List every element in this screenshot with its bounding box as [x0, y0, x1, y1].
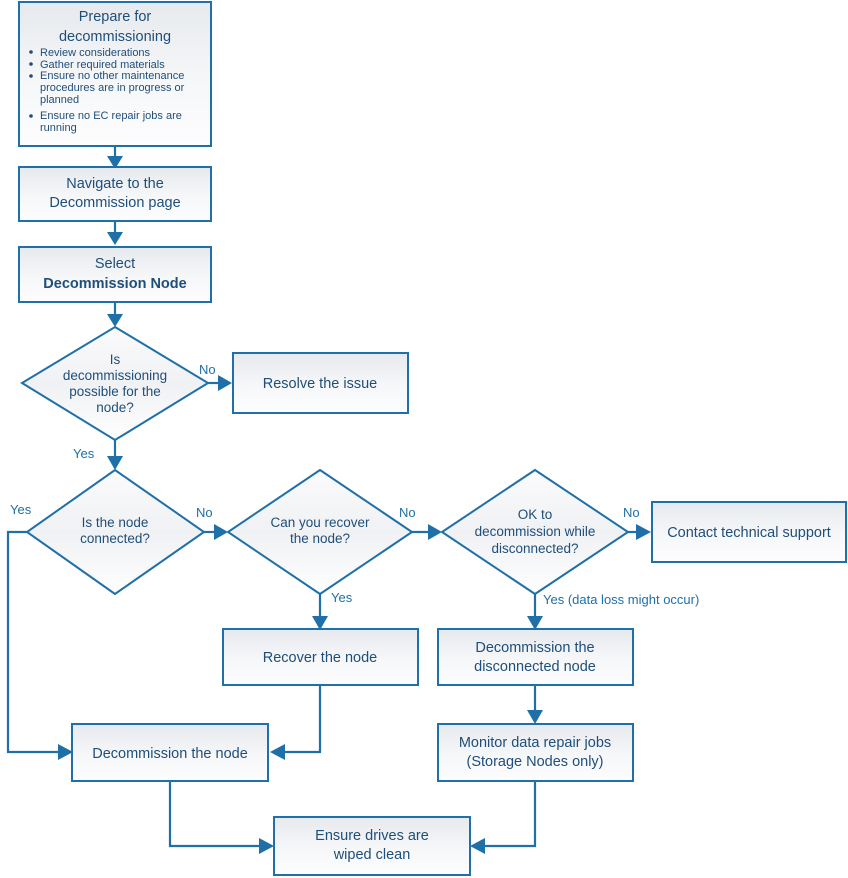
monitor-line1: Monitor data repair jobs [459, 735, 611, 751]
connector-prepare-to-navigate [107, 146, 123, 169]
node-decommission-the-node[interactable]: Decommission the node [71, 723, 269, 782]
edge-label-ok-no: No [623, 505, 640, 520]
connector-decommission-to-wipe-drives [168, 781, 274, 854]
decommission-node-line1: Decommission the node [92, 746, 248, 762]
resolve-line1: Resolve the issue [263, 376, 377, 392]
possible-line4: node? [96, 400, 134, 415]
ok-line2: decommission while [475, 524, 596, 539]
navigate-line1: Navigate to the [66, 176, 164, 192]
prepare-bullet-4-wrap: Ensure no EC repair jobs are running [40, 110, 182, 134]
edge-label-connected-yes: Yes [10, 502, 32, 517]
decommission-disconnected-line2: disconnected node [474, 659, 596, 675]
node-monitor-data-repair-jobs[interactable]: Monitor data repair jobs (Storage Nodes … [437, 723, 634, 782]
node-decommission-disconnected-node[interactable]: Decommission the disconnected node [437, 628, 634, 686]
select-line1: Select [95, 256, 135, 272]
connector-possible-no-to-resolve [208, 375, 232, 391]
node-contact-technical-support[interactable]: Contact technical support [651, 501, 847, 563]
edge-label-possible-no: No [199, 362, 216, 377]
contact-support-line1: Contact technical support [667, 525, 831, 541]
connector-monitor-to-wipe-drives [470, 781, 537, 854]
connector-connected-no-to-recover [204, 524, 228, 540]
possible-line1: Is [110, 352, 121, 367]
connector-ok-yes-to-decommission-disconnected [527, 593, 543, 630]
node-decision-ok-to-decommission-disconnected[interactable]: OK to decommission while disconnected? [440, 468, 630, 596]
edge-label-connected-no: No [196, 505, 213, 520]
recover-node-line1: Recover the node [263, 650, 377, 666]
connector-decommission-disconnected-to-monitor [527, 685, 543, 724]
bullet-marker-4 [29, 114, 33, 118]
node-prepare-for-decommissioning[interactable]: Prepare for decommissioning Review consi… [18, 1, 212, 147]
recover-line2: the node? [290, 531, 350, 546]
edge-label-possible-yes: Yes [73, 446, 95, 461]
prepare-bullet-4: Ensure no EC repair jobs are running [40, 110, 182, 134]
possible-line3: possible for the [69, 384, 161, 399]
connected-line2: connected? [80, 531, 150, 546]
possible-line2: decommissioning [63, 368, 167, 383]
decommission-disconnected-line1: Decommission the [475, 640, 594, 656]
recover-line1: Can you recover [270, 515, 370, 530]
select-line2: Decommission Node [43, 276, 186, 292]
node-decision-is-node-connected[interactable]: Is the node connected? [25, 468, 206, 596]
edge-label-recover-yes: Yes [331, 590, 353, 605]
edge-label-ok-yes: Yes (data loss might occur) [543, 592, 699, 607]
connector-recover-yes-to-recover-node [312, 593, 328, 630]
node-decision-can-you-recover[interactable]: Can you recover the node? [226, 468, 414, 596]
bullet-marker-2 [29, 62, 33, 66]
connector-possible-yes-to-connected [107, 440, 123, 470]
connector-recover-no-to-ok-disconnected [412, 524, 442, 540]
prepare-bullet-3-wrap: Ensure no other maintenance procedures a… [40, 70, 185, 106]
node-resolve-the-issue[interactable]: Resolve the issue [232, 352, 409, 414]
bullet-marker-3 [29, 74, 33, 78]
prepare-bullet-2: Gather required materials [40, 59, 165, 71]
node-ensure-drives-wiped-clean[interactable]: Ensure drives are wiped clean [273, 816, 471, 876]
wipe-drives-line1: Ensure drives are [315, 828, 429, 844]
edge-label-recover-no: No [399, 505, 416, 520]
wipe-drives-line2: wiped clean [333, 847, 411, 863]
connected-line1: Is the node [82, 515, 149, 530]
prepare-title-line2: decommissioning [59, 29, 171, 45]
bullet-marker-1 [29, 50, 33, 54]
connector-ok-no-to-contact-support [628, 524, 651, 540]
node-navigate-to-decommission-page[interactable]: Navigate to the Decommission page [18, 166, 212, 222]
connector-navigate-to-select [107, 221, 123, 245]
prepare-bullet-3: Ensure no other maintenance procedures a… [40, 70, 185, 106]
connector-connected-yes-to-decommission [6, 530, 73, 760]
ok-line3: disconnected? [491, 541, 578, 556]
ok-line1: OK to [518, 507, 553, 522]
node-recover-the-node[interactable]: Recover the node [222, 628, 419, 686]
connector-recover-node-to-decommission [270, 685, 322, 760]
monitor-line2: (Storage Nodes only) [466, 754, 603, 770]
navigate-line2: Decommission page [49, 195, 180, 211]
connector-select-to-decision-possible [107, 302, 123, 327]
node-select-decommission-node[interactable]: Select Decommission Node [18, 246, 212, 303]
node-decision-is-decommissioning-possible[interactable]: Is decommissioning possible for the node… [20, 325, 210, 442]
prepare-bullet-1: Review considerations [40, 47, 151, 59]
prepare-title-line1: Prepare for [79, 9, 152, 25]
